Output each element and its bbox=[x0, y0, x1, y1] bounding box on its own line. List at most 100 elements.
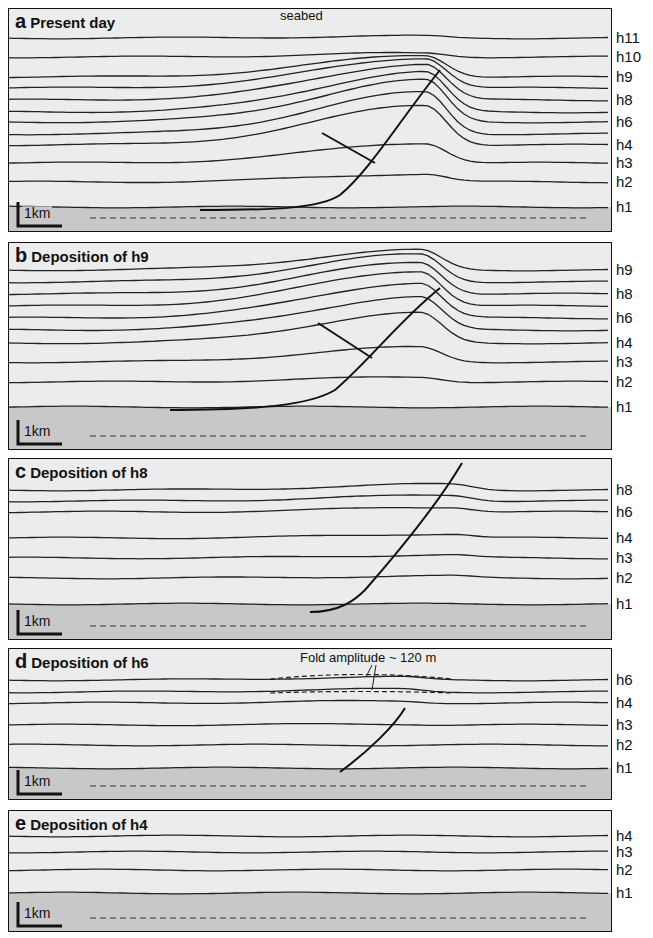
horizon-line bbox=[8, 701, 608, 704]
horizon-label: h9 bbox=[616, 262, 633, 279]
scale-label: 1km bbox=[22, 614, 52, 629]
scale-label: 1km bbox=[22, 424, 52, 439]
sediment-ground bbox=[8, 648, 612, 800]
sediment-ground bbox=[8, 458, 612, 640]
horizon-label: h8 bbox=[616, 92, 633, 109]
horizon-label: h4 bbox=[616, 828, 633, 845]
horizon-line bbox=[8, 406, 608, 408]
horizon-line bbox=[8, 603, 608, 605]
scale-bar bbox=[18, 202, 62, 226]
dashed-line bbox=[90, 436, 590, 437]
section-panel: aPresent day bbox=[8, 8, 612, 232]
horizon-label: h4 bbox=[616, 695, 633, 712]
section-panel: cDeposition of h8 bbox=[8, 458, 612, 640]
dashed-line bbox=[90, 786, 590, 787]
section-panel: eDeposition of h4 bbox=[8, 810, 612, 932]
thrust-fault bbox=[170, 288, 440, 410]
horizon-label: h6 bbox=[616, 504, 633, 521]
horizon-line bbox=[8, 676, 608, 681]
scale-bar bbox=[18, 902, 62, 926]
horizon-label: h6 bbox=[616, 114, 633, 131]
thrust-fault bbox=[310, 463, 462, 612]
basement-ground bbox=[8, 407, 612, 450]
horizon-label: h1 bbox=[616, 399, 633, 416]
dashed-line bbox=[90, 918, 590, 919]
horizon-label: h2 bbox=[616, 174, 633, 191]
panel-title: Present day bbox=[30, 14, 115, 31]
dashed-line bbox=[90, 626, 590, 627]
horizon-label: h3 bbox=[616, 155, 633, 172]
horizon-label: h2 bbox=[616, 570, 633, 587]
horizon-line bbox=[8, 53, 608, 58]
horizon-label: h6 bbox=[616, 672, 633, 689]
horizon-label: h6 bbox=[616, 310, 633, 327]
horizon-line bbox=[8, 206, 608, 208]
panel-letter: a bbox=[15, 10, 26, 33]
horizon-line bbox=[8, 64, 608, 101]
horizon-label: h2 bbox=[616, 862, 633, 879]
sediment-ground bbox=[8, 8, 612, 232]
horizon-line bbox=[8, 534, 608, 538]
horizon-label: h4 bbox=[616, 137, 633, 154]
basement-ground bbox=[8, 768, 612, 800]
scale-label: 1km bbox=[22, 774, 52, 789]
fold-amplitude-line bbox=[270, 692, 452, 694]
horizon-line bbox=[8, 892, 608, 894]
scale-bar bbox=[18, 420, 62, 444]
panel-title: Deposition of h8 bbox=[30, 464, 148, 481]
sediment-ground bbox=[8, 242, 612, 450]
horizon-line bbox=[8, 347, 608, 363]
scale-label: 1km bbox=[22, 906, 52, 921]
horizon-line bbox=[8, 272, 608, 307]
horizon-line bbox=[8, 79, 608, 123]
basement-ground bbox=[8, 207, 612, 232]
horizon-line bbox=[8, 555, 608, 559]
horizon-line bbox=[8, 484, 608, 491]
horizon-label: h9 bbox=[616, 69, 633, 86]
horizon-line bbox=[8, 297, 608, 331]
horizon-line bbox=[8, 575, 608, 579]
horizon-label: h3 bbox=[616, 717, 633, 734]
panel-letter: c bbox=[15, 460, 26, 483]
panel-title: Deposition of h6 bbox=[31, 654, 149, 671]
horizon-label: h2 bbox=[616, 374, 633, 391]
panel-title: Deposition of h4 bbox=[30, 816, 148, 833]
annotation: Fold amplitude ~ 120 m bbox=[300, 651, 436, 665]
scale-label: 1km bbox=[22, 206, 52, 221]
horizon-line bbox=[8, 35, 608, 39]
horizon-line bbox=[8, 105, 608, 145]
panel-title: Deposition of h9 bbox=[31, 248, 149, 265]
back-thrust bbox=[322, 133, 375, 163]
horizon-line bbox=[8, 767, 608, 769]
thrust-fault bbox=[340, 708, 405, 772]
horizon-label: h8 bbox=[616, 482, 633, 499]
panel-letter: d bbox=[15, 650, 27, 673]
horizon-line bbox=[8, 72, 608, 113]
horizon-label: h3 bbox=[616, 550, 633, 567]
horizon-line bbox=[8, 869, 608, 871]
horizon-label: h3 bbox=[616, 844, 633, 861]
horizon-line bbox=[8, 283, 608, 318]
horizon-line bbox=[8, 835, 608, 837]
sediment-ground bbox=[8, 810, 612, 932]
horizon-line bbox=[8, 688, 608, 693]
section-panel: dDeposition of h6 bbox=[8, 648, 612, 800]
back-thrust bbox=[318, 323, 372, 358]
scale-bar bbox=[18, 770, 62, 794]
horizon-label: h1 bbox=[616, 199, 633, 216]
section-panel: bDeposition of h9 bbox=[8, 242, 612, 450]
panel-letter: b bbox=[15, 244, 27, 267]
basement-ground bbox=[8, 893, 612, 932]
horizon-label: h8 bbox=[616, 286, 633, 303]
horizon-line bbox=[8, 377, 608, 383]
leader-line bbox=[372, 665, 376, 690]
basement-ground bbox=[8, 604, 612, 640]
dashed-line bbox=[90, 218, 590, 219]
horizon-label: h1 bbox=[616, 760, 633, 777]
horizon-line bbox=[8, 263, 608, 295]
horizon-label: h3 bbox=[616, 354, 633, 371]
horizon-line bbox=[8, 495, 608, 502]
horizon-line bbox=[8, 508, 608, 513]
horizon-line bbox=[8, 174, 608, 182]
thrust-fault bbox=[200, 70, 440, 210]
